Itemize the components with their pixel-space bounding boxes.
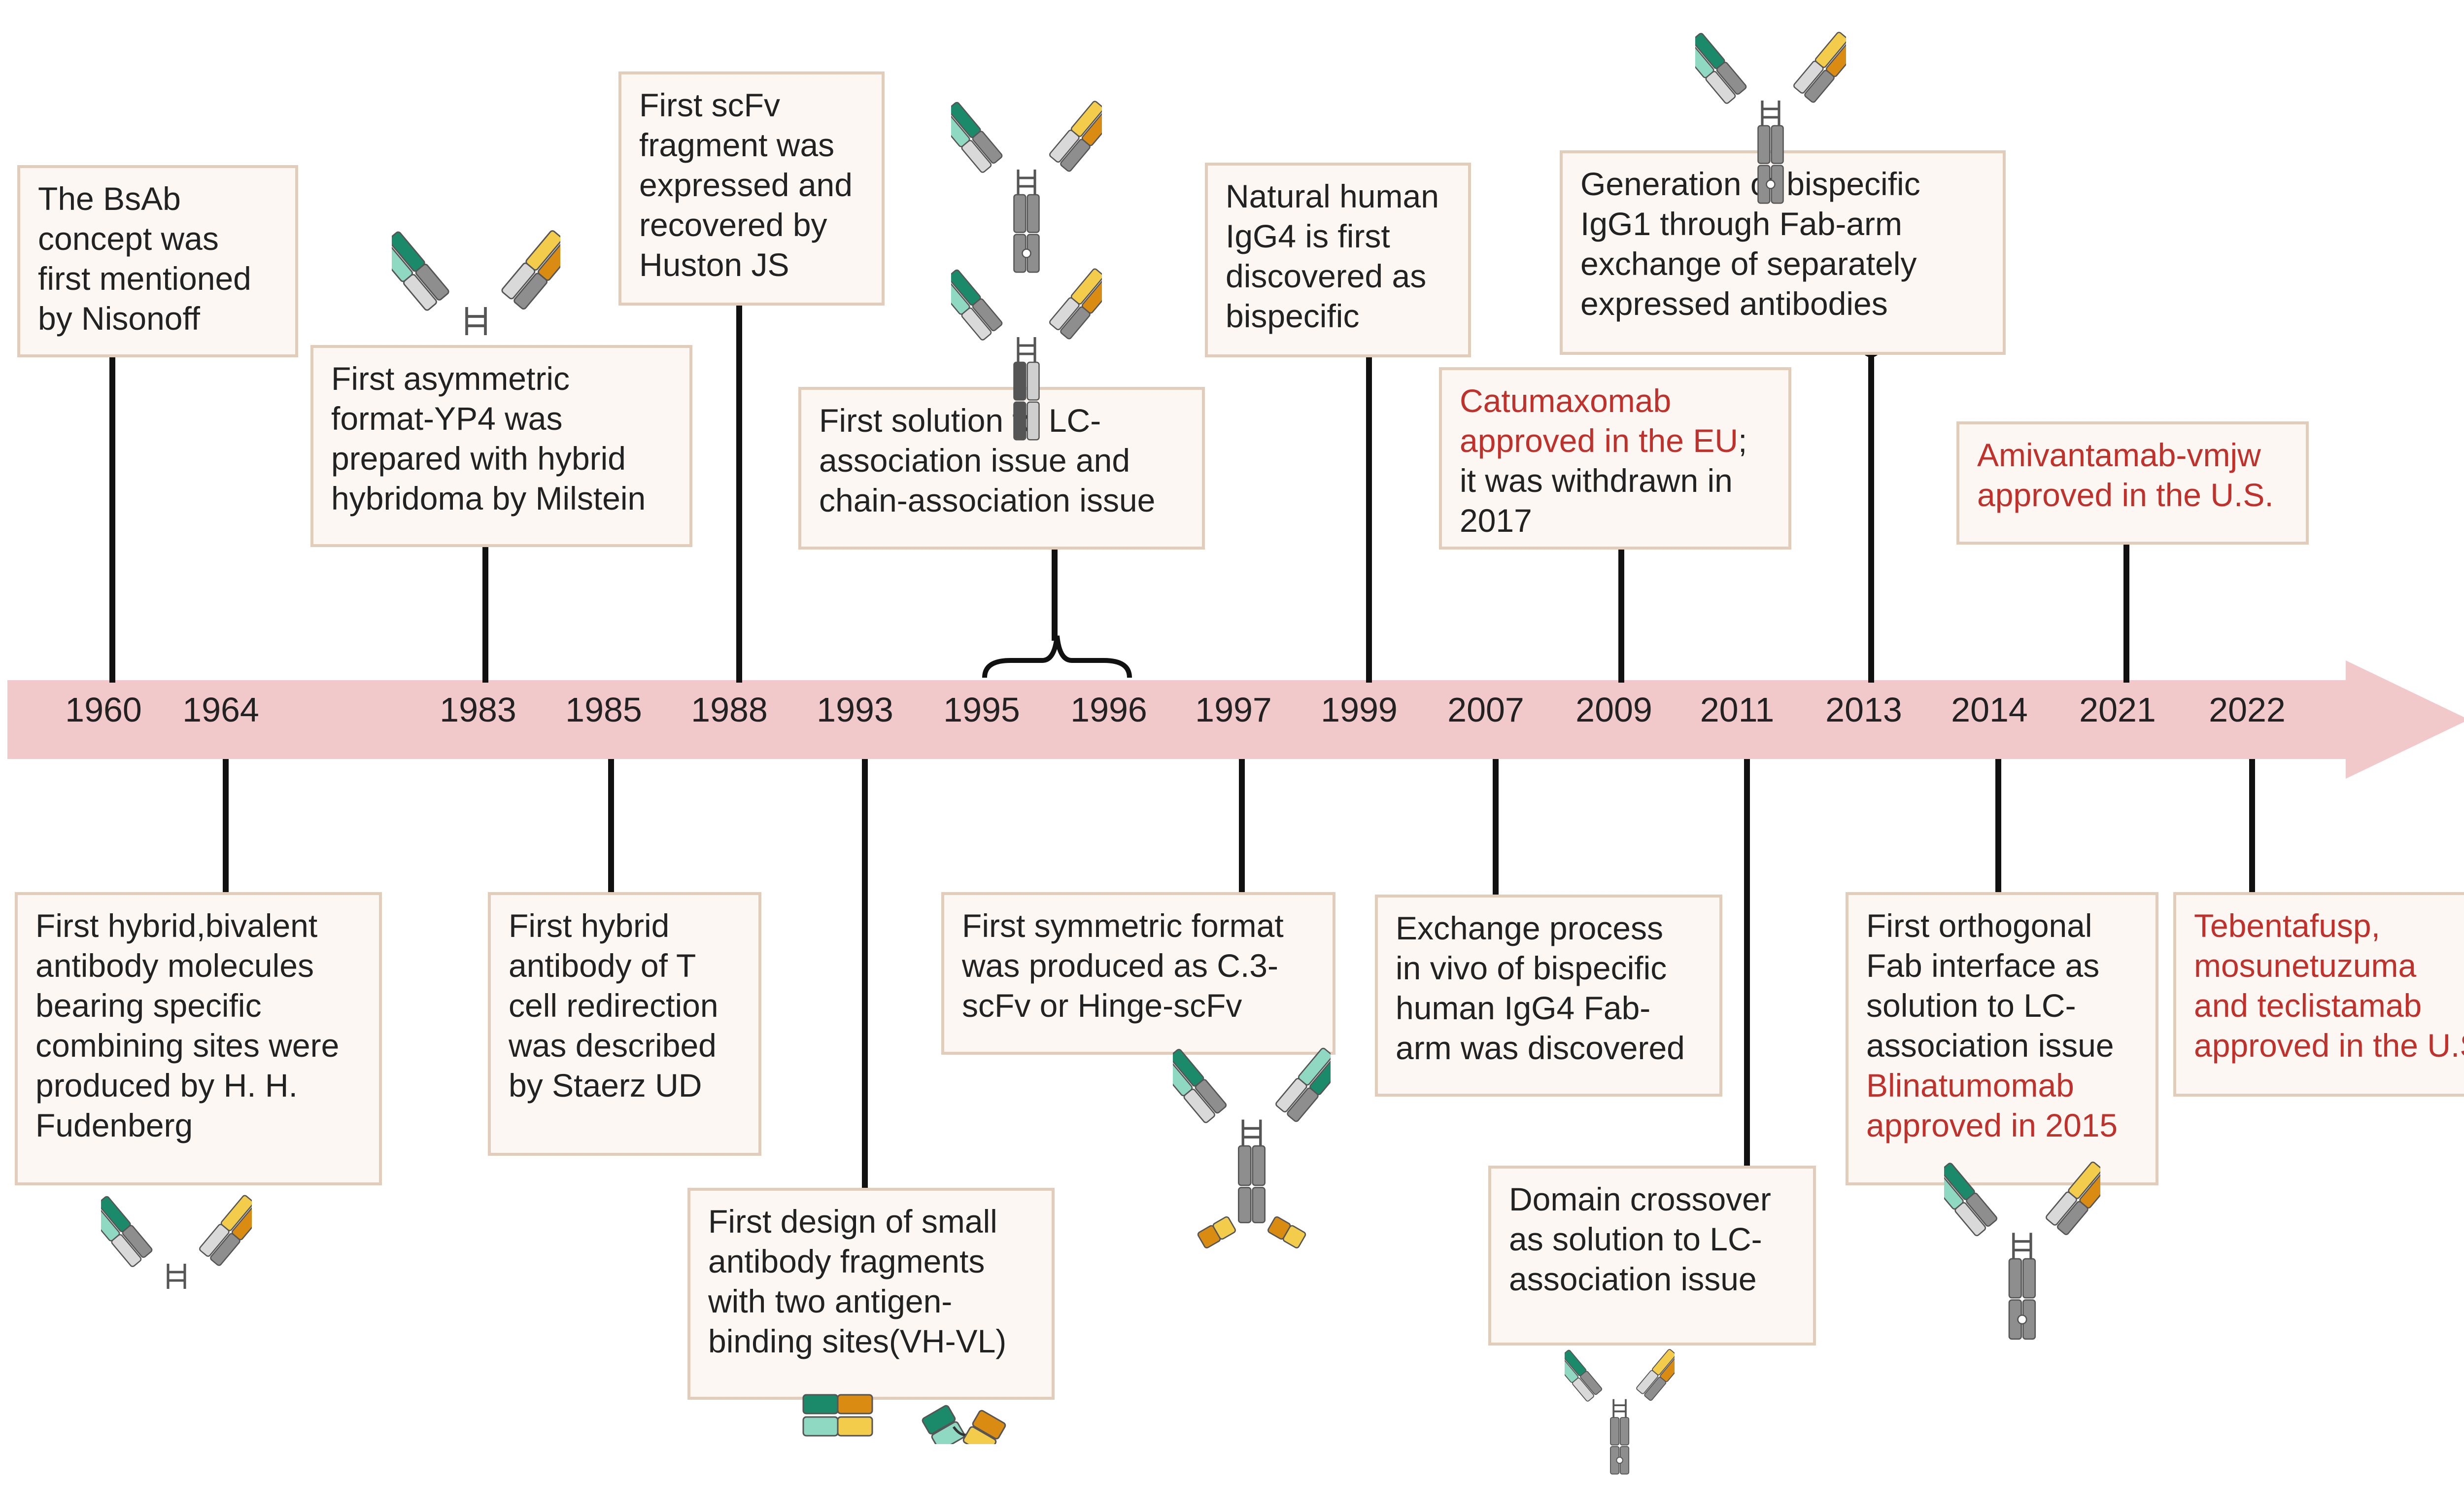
hinge-scfv-antibody-icon — [1173, 1047, 1331, 1248]
connector-line — [223, 759, 229, 907]
orthogonal-fab-text: First orthogonal Fab interface as soluti… — [1866, 907, 2114, 1064]
year-label: 1985 — [565, 691, 642, 729]
event-text: First orthogonal Fab interface as soluti… — [1866, 906, 2138, 1145]
year-label: 1993 — [817, 691, 893, 729]
event-text: Natural human IgG4 is first discovered a… — [1226, 178, 1439, 334]
event-text: Generation of bispecific IgG1 through Fa… — [1580, 166, 1920, 322]
connector-line — [1744, 759, 1750, 1183]
event-box-1997: First symmetric format was produced as C… — [941, 892, 1335, 1055]
event-text: Catumaxomab approved in the EU; it was w… — [1460, 381, 1771, 541]
timeline-arrow — [7, 660, 2464, 779]
year-label: 1983 — [440, 691, 516, 729]
event-box-1999: Natural human IgG4 is first discovered a… — [1205, 163, 1471, 357]
event-box-2021: Amivantamab-vmjw approved in the U.S. — [1956, 421, 2309, 545]
y-shaped-antibody-icon — [1565, 1349, 1675, 1475]
event-text: Domain crossover as solution to LC- asso… — [1509, 1181, 1771, 1297]
year-label: 2022 — [2209, 691, 2286, 729]
event-box-2022: Tebentafusp, mosunetuzuma and teclistama… — [2173, 892, 2464, 1097]
event-box-1964: First hybrid,bivalent antibody molecules… — [15, 892, 382, 1185]
connector-line — [1239, 759, 1245, 912]
event-text: First design of small antibody fragments… — [708, 1203, 1007, 1359]
event-box-1983: First asymmetric format-YP4 was prepared… — [310, 345, 692, 547]
year-label: 1995 — [943, 691, 1020, 729]
approval-text: Blinatumomab approved in 2015 — [1866, 1067, 2118, 1143]
connector-line — [1868, 347, 1874, 683]
year-label: 1960 — [65, 691, 142, 729]
event-text: The BsAb concept was first mentioned by … — [38, 180, 251, 337]
year-label: 2011 — [1700, 691, 1775, 729]
connector-line — [1618, 537, 1624, 683]
approval-text: Tebentafusp, mosunetuzuma and teclistama… — [2194, 907, 2464, 1064]
event-text: First asymmetric format-YP4 was prepared… — [331, 360, 646, 517]
connector-line — [608, 759, 614, 907]
event-text: First hybrid antibody of T cell redirect… — [509, 907, 719, 1104]
event-box-2013: Generation of bispecific IgG1 through Fa… — [1560, 150, 2006, 355]
connector-line — [1995, 759, 2001, 907]
approval-text: Catumaxomab approved in the EU — [1460, 382, 1739, 459]
connector-line — [2249, 759, 2255, 912]
year-label: 1988 — [691, 691, 768, 729]
y-shaped-antibody-icon — [392, 230, 560, 335]
event-box-2011: Domain crossover as solution to LC- asso… — [1488, 1166, 1816, 1346]
connector-line — [736, 296, 742, 683]
y-shaped-antibody-icon — [1944, 1161, 2100, 1340]
year-label: 2007 — [1447, 691, 1524, 729]
connector-line — [1366, 347, 1372, 683]
year-label: 1999 — [1321, 691, 1398, 729]
event-box-1993: First design of small antibody fragments… — [687, 1188, 1055, 1400]
connector-line — [1493, 759, 1499, 909]
event-box-2009: Catumaxomab approved in the EU; it was w… — [1439, 367, 1791, 550]
year-label: 2014 — [1951, 691, 2028, 729]
brace-icon — [982, 635, 1132, 678]
event-text: Exchange process in vivo of bispecific h… — [1396, 910, 1685, 1066]
connector-line — [109, 347, 115, 683]
connector-line — [2123, 532, 2129, 683]
year-label: 1996 — [1070, 691, 1147, 729]
y-shaped-antibody-icon — [951, 268, 1102, 441]
event-box-1985: First hybrid antibody of T cell redirect… — [488, 892, 761, 1156]
year-label: 1964 — [182, 691, 259, 729]
connector-line — [1052, 535, 1058, 641]
event-box-1988: First scFv fragment was expressed and re… — [618, 71, 885, 306]
event-text: First scFv fragment was expressed and re… — [639, 87, 853, 283]
year-label: 2009 — [1575, 691, 1652, 729]
diabody-icon — [802, 1394, 1006, 1444]
y-shaped-antibody-icon — [1695, 32, 1846, 204]
event-text: First hybrid,bivalent antibody molecules… — [35, 907, 340, 1143]
event-text: First solution to LC- association issue … — [819, 402, 1156, 518]
connector-line — [862, 759, 868, 1205]
event-box-2014: First orthogonal Fab interface as soluti… — [1846, 892, 2158, 1185]
approval-text: Amivantamab-vmjw approved in the U.S. — [1977, 437, 2274, 513]
withdrawal-text: ; it was withdrawn in 2017 — [1460, 422, 1747, 539]
event-box-1960: The BsAb concept was first mentioned by … — [17, 165, 298, 357]
y-shaped-antibody-icon — [101, 1195, 252, 1289]
event-box-2007: Exchange process in vivo of bispecific h… — [1375, 895, 1722, 1097]
event-box-1995-1996: First solution to LC- association issue … — [798, 387, 1205, 550]
y-shaped-antibody-icon — [951, 101, 1102, 273]
year-label: 1997 — [1195, 691, 1272, 729]
year-label: 2013 — [1825, 691, 1902, 729]
connector-line — [482, 535, 488, 683]
year-label: 2021 — [2079, 691, 2156, 729]
event-text: First symmetric format was produced as C… — [962, 907, 1284, 1024]
